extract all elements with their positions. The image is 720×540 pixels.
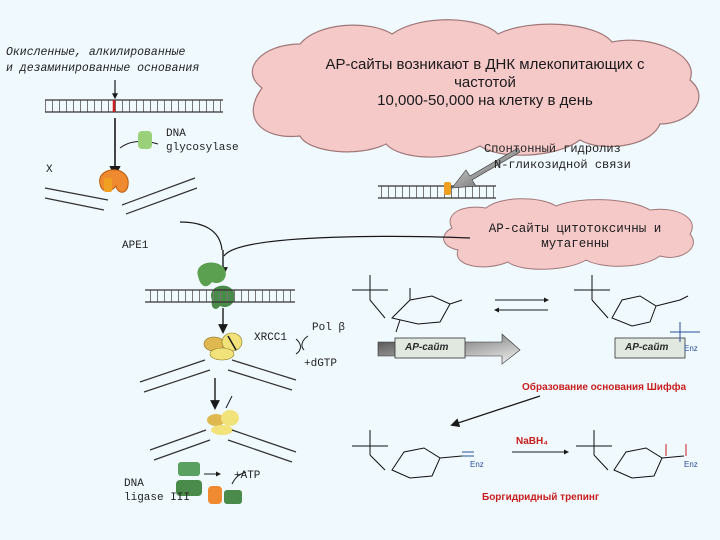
glycosylase-label-line1: DNA xyxy=(166,128,186,140)
enz-label-1: Enz xyxy=(684,344,698,353)
hydrolysis-label-line2: N-гликозидной связи xyxy=(494,158,631,172)
cloud-line2: частотой xyxy=(454,74,516,91)
xrcc1-label: XRCC1 xyxy=(254,332,288,344)
callout-text: АР-сайты цитотоксичны и мутагенны xyxy=(470,222,680,252)
dna-bent-2 xyxy=(139,359,297,393)
ape1-label: APE1 xyxy=(122,240,149,252)
ap-site-open-structure xyxy=(574,275,689,327)
dna-bent-1 xyxy=(44,177,198,215)
atp-label: +ATP xyxy=(234,470,261,482)
dgtp-label: +dGTP xyxy=(304,358,338,370)
nabh4-label: NaBH₄ xyxy=(516,436,548,447)
hydrolysis-label-line1: Спонтонный гидролиз xyxy=(484,142,621,156)
enz-label-3: Enz xyxy=(684,460,698,469)
callout-bubble xyxy=(443,198,694,270)
x-mark: X xyxy=(46,164,53,176)
ap-site-ring-structure xyxy=(352,275,463,333)
ligase-label-line1: DNA xyxy=(124,478,144,490)
bases-title-line2: и дезаминированные основания xyxy=(6,62,200,75)
dna-right xyxy=(378,182,496,199)
pol-beta-label: Pol β xyxy=(312,322,346,334)
ap-site-box-2 xyxy=(614,337,686,359)
callout-line1: АР-сайты цитотоксичны и xyxy=(488,222,662,236)
schiff-base-structure xyxy=(352,430,463,479)
enz-label-2: Enz xyxy=(470,460,484,469)
dna-bent-3 xyxy=(149,429,297,463)
xrcc1-polbeta-complex xyxy=(203,332,243,361)
callout-line2: мутагенны xyxy=(541,237,609,251)
cloud-line1: АР-сайты возникают в ДНК млекопитающих с xyxy=(325,56,645,73)
ap-site-label-1: АР-сайт xyxy=(405,342,449,353)
ap-site-label-2: АР-сайт xyxy=(625,342,669,353)
glycosylase-label-line2: glycosylase xyxy=(166,142,239,154)
polbeta-complex-2 xyxy=(207,410,239,435)
borohydride-label: Боргидридный трепинг xyxy=(482,492,600,503)
bases-title-line1: Окисленные, алкилированные xyxy=(6,46,186,59)
ap-site-box-1 xyxy=(394,337,466,359)
schiff-base-label: Образование основания Шиффа xyxy=(522,382,687,393)
dna-top xyxy=(45,99,223,113)
dna-ape1 xyxy=(145,289,295,303)
cloud-bubble xyxy=(251,19,700,158)
hydrolysis-arrow xyxy=(451,147,521,189)
reduced-structure xyxy=(576,430,685,479)
cloud-line3: 10,000-50,000 на клетку в день xyxy=(377,92,593,109)
cloud-text: АР-сайты возникают в ДНК млекопитающих с… xyxy=(290,56,680,110)
ligase-label-line2: ligase III xyxy=(124,492,191,504)
ligase-enzyme xyxy=(176,462,242,504)
